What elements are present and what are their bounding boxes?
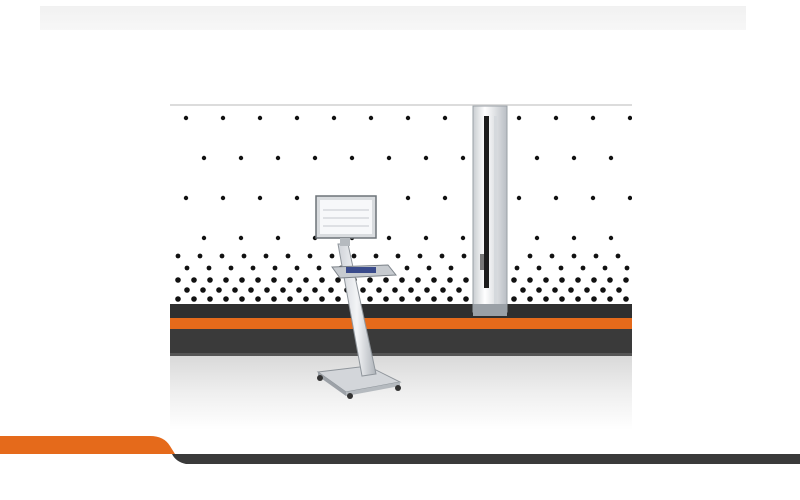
conveyor	[170, 304, 632, 356]
footer-swoosh	[0, 436, 800, 466]
air-table-dots	[175, 115, 632, 302]
monitor-kiosk	[315, 195, 402, 399]
top-banner	[40, 6, 746, 30]
product-photo	[170, 104, 632, 430]
vertical-scanner-column	[472, 105, 508, 316]
